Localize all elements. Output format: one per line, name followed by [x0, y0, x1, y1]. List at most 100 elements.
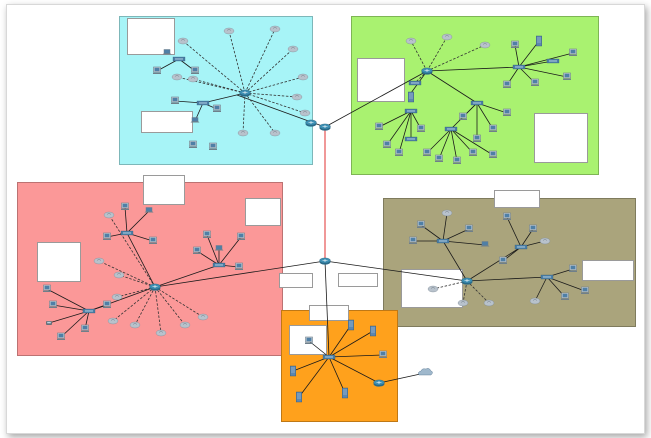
router-icon[interactable] [421, 67, 433, 75]
access-point-icon[interactable] [171, 73, 183, 81]
access-point-icon[interactable] [113, 271, 125, 279]
pc-icon[interactable] [81, 324, 89, 332]
access-point-icon[interactable] [269, 25, 281, 33]
pc-icon[interactable] [121, 202, 129, 210]
pc-icon[interactable] [171, 96, 179, 104]
switch-icon[interactable] [172, 56, 186, 62]
access-point-icon[interactable] [441, 33, 453, 41]
access-point-icon[interactable] [111, 293, 123, 301]
pc-icon[interactable] [203, 230, 211, 238]
pc-icon[interactable] [581, 286, 589, 294]
pc-icon[interactable] [57, 332, 65, 340]
pc-icon[interactable] [395, 148, 403, 156]
access-point-icon[interactable] [103, 211, 115, 219]
access-point-icon[interactable] [405, 37, 417, 45]
access-point-icon[interactable] [107, 317, 119, 325]
switch-icon[interactable] [322, 354, 336, 360]
switch-icon[interactable] [404, 108, 418, 114]
switch-icon[interactable] [120, 230, 134, 236]
access-point-icon[interactable] [223, 27, 235, 35]
pc-icon[interactable] [569, 264, 577, 272]
server-icon[interactable] [342, 387, 348, 399]
access-point-icon[interactable] [155, 329, 167, 337]
access-point-icon[interactable] [93, 257, 105, 265]
phone-icon[interactable] [46, 321, 52, 325]
pc-icon[interactable] [511, 40, 519, 48]
pc-icon[interactable] [103, 232, 111, 240]
pc-icon[interactable] [417, 124, 425, 132]
server-icon[interactable] [348, 319, 354, 331]
switch-icon[interactable] [212, 262, 226, 268]
pc-icon[interactable] [563, 72, 571, 80]
pc-icon[interactable] [499, 256, 507, 264]
pc-icon[interactable] [149, 236, 157, 244]
laptop-icon[interactable] [144, 207, 154, 213]
router-icon[interactable] [305, 119, 317, 127]
access-point-icon[interactable] [539, 237, 551, 245]
router-icon[interactable] [373, 379, 385, 387]
pc-icon[interactable] [469, 148, 477, 156]
access-point-icon[interactable] [179, 321, 191, 329]
pc-icon[interactable] [435, 154, 443, 162]
switch-icon[interactable] [540, 274, 554, 280]
router-icon[interactable] [319, 257, 331, 265]
access-point-icon[interactable] [187, 75, 199, 83]
pc-icon[interactable] [489, 150, 497, 158]
access-point-icon[interactable] [197, 313, 209, 321]
pc-icon[interactable] [305, 336, 313, 344]
pc-icon[interactable] [473, 134, 481, 142]
pc-icon[interactable] [43, 284, 51, 292]
cloud-icon[interactable] [418, 368, 433, 376]
access-point-icon[interactable] [483, 299, 495, 307]
switch-icon[interactable] [546, 58, 560, 64]
server-icon[interactable] [536, 35, 542, 47]
pc-icon[interactable] [379, 350, 387, 358]
pc-icon[interactable] [561, 292, 569, 300]
pc-icon[interactable] [503, 108, 511, 116]
pc-icon[interactable] [209, 142, 217, 150]
access-point-icon[interactable] [177, 37, 189, 45]
access-point-icon[interactable] [297, 73, 309, 81]
server-icon[interactable] [408, 91, 414, 103]
pc-icon[interactable] [489, 124, 497, 132]
pc-icon[interactable] [383, 140, 391, 148]
pc-icon[interactable] [503, 212, 511, 220]
access-point-icon[interactable] [427, 285, 439, 293]
pc-icon[interactable] [459, 112, 467, 120]
pc-icon[interactable] [423, 148, 431, 156]
router-icon[interactable] [461, 277, 473, 285]
pc-icon[interactable] [235, 262, 243, 270]
pc-icon[interactable] [191, 66, 199, 74]
switch-icon[interactable] [82, 308, 96, 314]
pc-icon[interactable] [49, 300, 57, 308]
switch-icon[interactable] [470, 100, 484, 106]
switch-icon[interactable] [512, 64, 526, 70]
access-point-icon[interactable] [479, 41, 491, 49]
access-point-icon[interactable] [299, 109, 311, 117]
laptop-icon[interactable] [214, 245, 224, 251]
laptop-icon[interactable] [190, 117, 200, 123]
switch-icon[interactable] [514, 244, 528, 250]
access-point-icon[interactable] [441, 209, 453, 217]
pc-icon[interactable] [465, 224, 473, 232]
pc-icon[interactable] [103, 300, 111, 308]
pc-icon[interactable] [417, 220, 425, 228]
pc-icon[interactable] [503, 80, 511, 88]
pc-icon[interactable] [193, 246, 201, 254]
access-point-icon[interactable] [269, 129, 281, 137]
router-icon[interactable] [319, 123, 331, 131]
switch-icon[interactable] [444, 126, 458, 132]
server-icon[interactable] [370, 325, 376, 337]
pc-icon[interactable] [213, 104, 221, 112]
pc-icon[interactable] [237, 232, 245, 240]
pc-icon[interactable] [409, 236, 417, 244]
switch-icon[interactable] [196, 100, 210, 106]
laptop-icon[interactable] [480, 241, 490, 247]
switch-icon[interactable] [408, 80, 422, 86]
access-point-icon[interactable] [237, 129, 249, 137]
access-point-icon[interactable] [457, 299, 469, 307]
switch-icon[interactable] [404, 136, 418, 142]
pc-icon[interactable] [153, 66, 161, 74]
server-icon[interactable] [296, 391, 302, 403]
pc-icon[interactable] [569, 48, 577, 56]
